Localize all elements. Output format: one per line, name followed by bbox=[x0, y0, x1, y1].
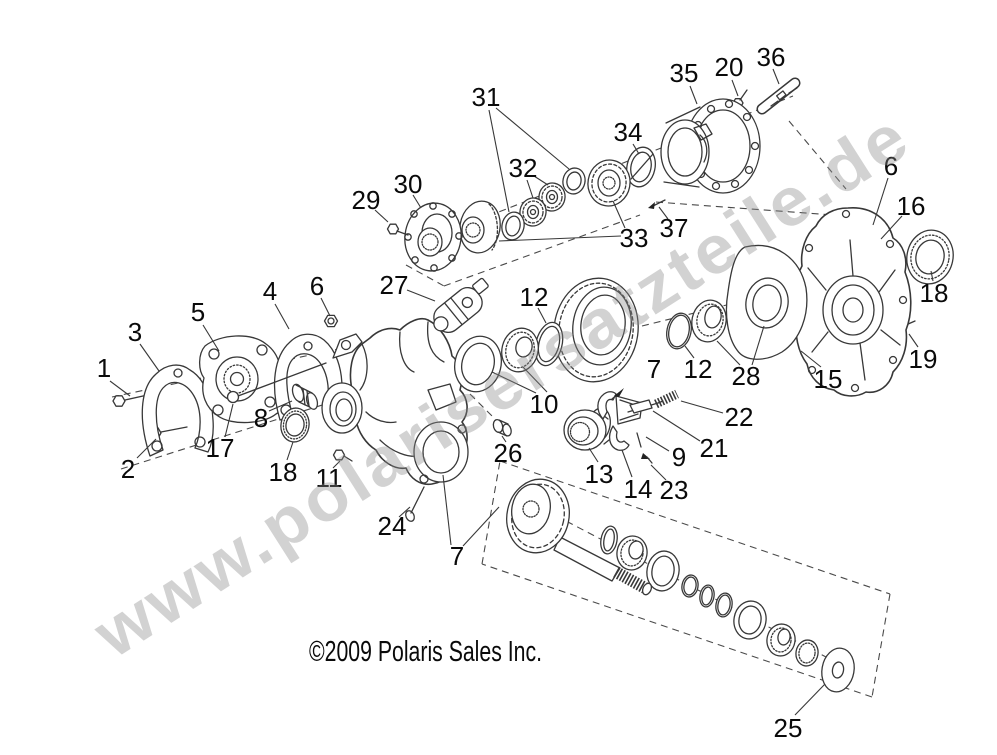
callout-26: 26 bbox=[494, 438, 523, 468]
pinion-race-outer bbox=[733, 600, 767, 640]
callout-12-right: 12 bbox=[684, 354, 713, 384]
bolt-24 bbox=[405, 486, 425, 522]
output-hub-30 bbox=[404, 202, 463, 272]
callout-15: 15 bbox=[814, 364, 843, 394]
pinion-gear-32-b bbox=[538, 182, 566, 212]
rear-cover-16 bbox=[793, 207, 912, 397]
washer-34 bbox=[626, 146, 656, 188]
oring-12-right bbox=[666, 312, 692, 350]
side-gear-left-33 bbox=[459, 200, 501, 254]
bushing-8 bbox=[291, 383, 319, 410]
pinion-washer bbox=[600, 525, 618, 555]
callout-16: 16 bbox=[897, 191, 926, 221]
callout-35: 35 bbox=[670, 58, 699, 88]
pinion-race-inner bbox=[646, 550, 680, 592]
detent-pin-9 bbox=[611, 388, 624, 400]
stud-17 bbox=[226, 362, 327, 404]
nut-6-left bbox=[323, 314, 339, 328]
copyright-text: ©2009 Polaris Sales Inc. bbox=[309, 636, 542, 668]
bearing-cone-10 bbox=[501, 327, 539, 373]
callout-36: 36 bbox=[757, 42, 786, 72]
side-gear-right-33 bbox=[587, 159, 631, 207]
callout-20: 20 bbox=[715, 52, 744, 82]
callout-23: 23 bbox=[660, 475, 689, 505]
bolt-29 bbox=[386, 223, 409, 236]
mount-bracket-left bbox=[141, 364, 214, 457]
leader-lines bbox=[109, 68, 934, 716]
carrier-bearing-28 bbox=[691, 299, 727, 343]
callout-25: 25 bbox=[774, 713, 803, 743]
pinion-bearing-inner bbox=[616, 535, 648, 571]
callout-32: 32 bbox=[509, 153, 538, 183]
callout-5: 5 bbox=[191, 297, 205, 327]
thrust-washer-31-left bbox=[501, 211, 525, 241]
pinion-kit-outline bbox=[481, 460, 891, 698]
callout-10: 10 bbox=[530, 389, 559, 419]
callout-1: 1 bbox=[97, 353, 111, 383]
callout-9: 9 bbox=[672, 442, 686, 472]
seal-18-left bbox=[280, 407, 310, 443]
roll-pin-37 bbox=[648, 199, 666, 209]
gasket-15 bbox=[725, 244, 808, 360]
gearcase-housing bbox=[321, 317, 469, 486]
callout-11: 11 bbox=[316, 463, 343, 493]
actuator-27 bbox=[433, 277, 489, 334]
callout-2: 2 bbox=[121, 454, 135, 484]
callout-6-left: 6 bbox=[310, 271, 324, 301]
callout-7-case: 7 bbox=[450, 541, 464, 571]
plug-26 bbox=[492, 418, 512, 437]
callout-29: 29 bbox=[352, 185, 381, 215]
callout-31: 31 bbox=[472, 82, 501, 112]
callout-24: 24 bbox=[378, 511, 407, 541]
callout-3: 3 bbox=[128, 317, 142, 347]
thrust-washer-31-right bbox=[562, 167, 586, 195]
pinion-shim-3 bbox=[715, 592, 733, 618]
callout-18-right: 18 bbox=[920, 278, 949, 308]
diff-carrier-35 bbox=[660, 98, 761, 194]
callout-14: 14 bbox=[624, 474, 653, 504]
callout-34: 34 bbox=[614, 117, 643, 147]
pinion-nut bbox=[795, 639, 819, 667]
callout-19: 19 bbox=[909, 344, 938, 374]
callout-30: 30 bbox=[394, 169, 423, 199]
callout-27: 27 bbox=[380, 270, 409, 300]
callout-13: 13 bbox=[585, 459, 614, 489]
callout-8: 8 bbox=[254, 403, 268, 433]
pinion-shim-1 bbox=[681, 574, 699, 598]
bearing-race-10 bbox=[454, 335, 502, 393]
callout-7-ring-gear: 7 bbox=[647, 354, 661, 384]
pinion-washer-25 bbox=[821, 647, 855, 693]
pinion-gear-shaft bbox=[506, 478, 653, 596]
pinion-gear-32-a bbox=[519, 197, 547, 227]
bearing-mount-flange bbox=[198, 335, 284, 424]
callout-17: 17 bbox=[206, 433, 235, 463]
callout-18-left: 18 bbox=[269, 457, 298, 487]
bolt-11 bbox=[332, 449, 353, 462]
callout-4: 4 bbox=[263, 276, 277, 306]
callout-12-left: 12 bbox=[520, 282, 549, 312]
pinion-bearing-outer bbox=[766, 623, 796, 657]
ring-gear-7 bbox=[553, 277, 639, 383]
pinion-shim-2 bbox=[699, 584, 715, 608]
seal-18-right bbox=[906, 229, 954, 285]
detent-23 bbox=[636, 432, 653, 464]
callout-6-right: 6 bbox=[884, 151, 898, 181]
dowel-pin-36 bbox=[756, 77, 801, 115]
callout-37: 37 bbox=[660, 213, 689, 243]
callout-28: 28 bbox=[732, 361, 761, 391]
callout-33: 33 bbox=[620, 223, 649, 253]
callout-21: 21 bbox=[700, 433, 729, 463]
callout-labels: 1 2 3 4 5 6 6 7 7 8 9 10 11 12 12 13 14 … bbox=[97, 42, 949, 743]
spring-22 bbox=[654, 389, 679, 409]
shim-12-left bbox=[534, 321, 564, 367]
callout-22: 22 bbox=[725, 402, 754, 432]
